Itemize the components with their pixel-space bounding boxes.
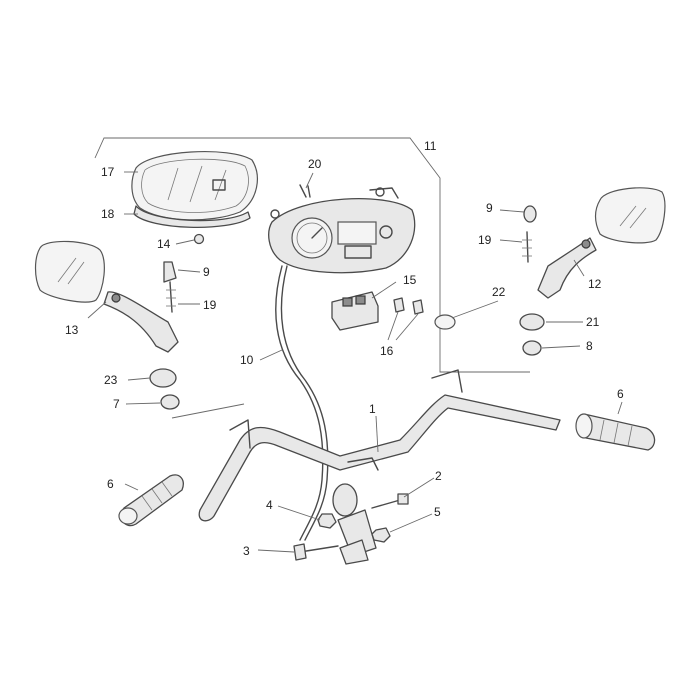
bolt-2 bbox=[371, 493, 409, 509]
callout-15: 15 bbox=[403, 273, 417, 287]
left-mirror bbox=[34, 240, 179, 353]
callout-9-right: 9 bbox=[486, 201, 493, 215]
speedometer-cable bbox=[275, 265, 329, 541]
leader-lines bbox=[87, 171, 623, 553]
callout-23: 23 bbox=[104, 373, 118, 387]
callout-3: 3 bbox=[243, 544, 250, 558]
clips-16 bbox=[393, 297, 424, 315]
callout-6-left: 6 bbox=[107, 477, 114, 491]
nut-4 bbox=[317, 513, 337, 529]
callout-8: 8 bbox=[586, 339, 593, 353]
callout-12: 12 bbox=[588, 277, 602, 291]
left-grip bbox=[118, 474, 184, 527]
speedometer-cover bbox=[131, 150, 258, 221]
callout-16: 16 bbox=[380, 344, 394, 358]
callout-10: 10 bbox=[240, 353, 254, 367]
instrument-group-bracket bbox=[94, 137, 530, 419]
right-grip bbox=[575, 413, 656, 451]
nut-5 bbox=[371, 527, 391, 543]
instrument-cluster bbox=[268, 184, 416, 274]
callout-11: 11 bbox=[424, 139, 437, 153]
callout-19-right: 19 bbox=[478, 233, 492, 247]
callout-17: 17 bbox=[101, 165, 115, 179]
callout-19-left: 19 bbox=[203, 298, 217, 312]
callout-6-right: 6 bbox=[617, 387, 624, 401]
small-nut-14 bbox=[193, 233, 205, 245]
mirror-bolt-left bbox=[163, 261, 177, 313]
mirror-adapter-left bbox=[149, 368, 180, 410]
callout-9-left: 9 bbox=[203, 265, 210, 279]
callout-labels: 1 2 3 4 5 6 6 7 8 9 9 10 11 12 13 14 15 … bbox=[65, 139, 624, 558]
mirror-bolt-right bbox=[522, 205, 537, 263]
callout-2: 2 bbox=[435, 469, 442, 483]
speedometer-gasket bbox=[133, 205, 251, 228]
callout-14: 14 bbox=[157, 237, 171, 251]
callout-13: 13 bbox=[65, 323, 79, 337]
callout-1: 1 bbox=[369, 402, 376, 416]
switch-block bbox=[331, 291, 379, 331]
right-mirror bbox=[537, 187, 666, 299]
bolt-3 bbox=[293, 543, 339, 561]
mirror-adapter-right bbox=[434, 313, 545, 356]
callout-20: 20 bbox=[308, 157, 322, 171]
callout-4: 4 bbox=[266, 498, 273, 512]
callout-7: 7 bbox=[113, 397, 120, 411]
handlebar bbox=[198, 369, 561, 522]
callout-22: 22 bbox=[492, 285, 506, 299]
callout-21: 21 bbox=[586, 315, 600, 329]
callout-18: 18 bbox=[101, 207, 115, 221]
callout-5: 5 bbox=[434, 505, 441, 519]
handlebar-stem bbox=[332, 483, 377, 565]
